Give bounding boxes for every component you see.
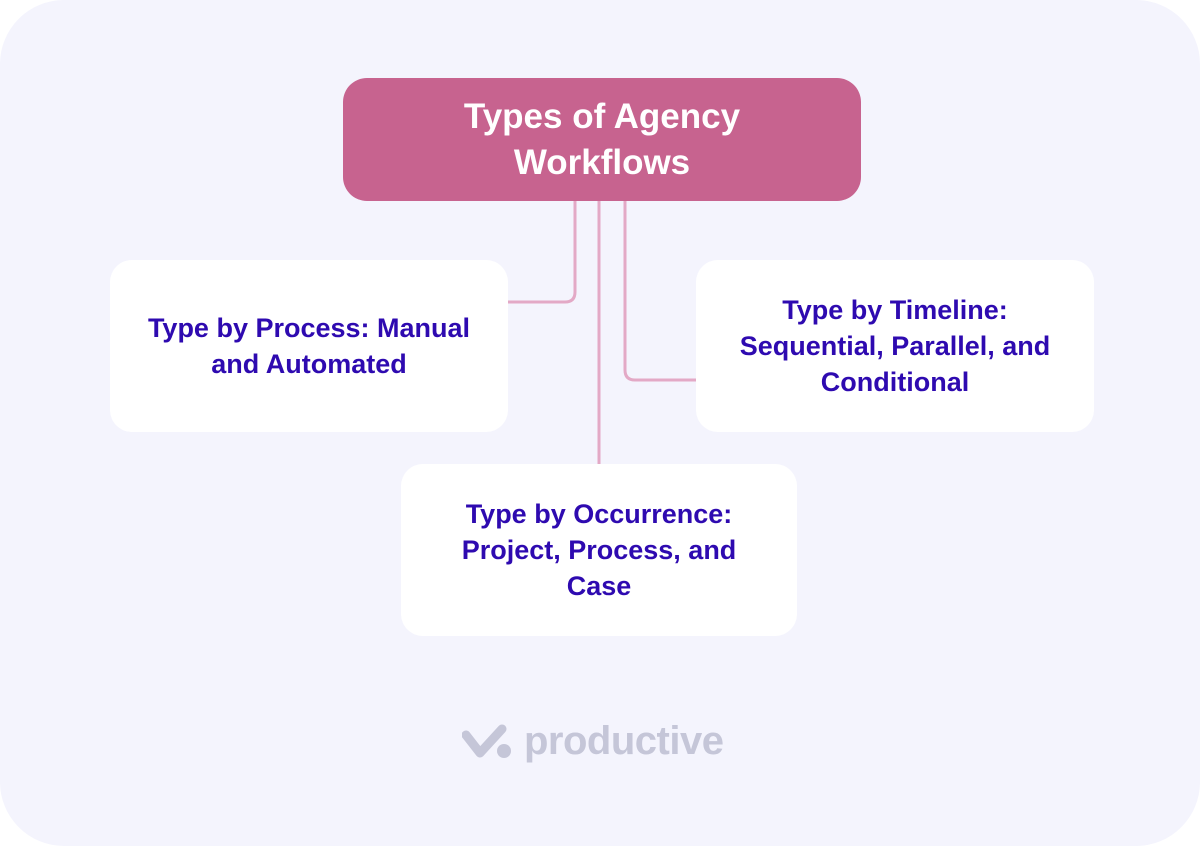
productive-check-icon (462, 724, 511, 758)
diagram-title: Types of Agency Workflows (463, 96, 741, 182)
node-label-process: Type by Process: Manual and Automated (147, 313, 471, 379)
connector-to-timeline (623, 199, 698, 382)
node-type-by-timeline: Type by Timeline: Sequential, Parallel, … (696, 260, 1094, 432)
connector-to-process (506, 199, 577, 304)
productive-wordmark: productive (524, 718, 724, 763)
node-label-occurrence: Type by Occurrence: Project, Process, an… (461, 499, 737, 601)
productive-logo: productive (462, 716, 724, 766)
diagram-title-box: Types of Agency Workflows (343, 78, 861, 201)
node-type-by-occurrence: Type by Occurrence: Project, Process, an… (401, 464, 797, 636)
node-label-timeline: Type by Timeline: Sequential, Parallel, … (739, 295, 1051, 397)
node-type-by-process: Type by Process: Manual and Automated (110, 260, 508, 432)
